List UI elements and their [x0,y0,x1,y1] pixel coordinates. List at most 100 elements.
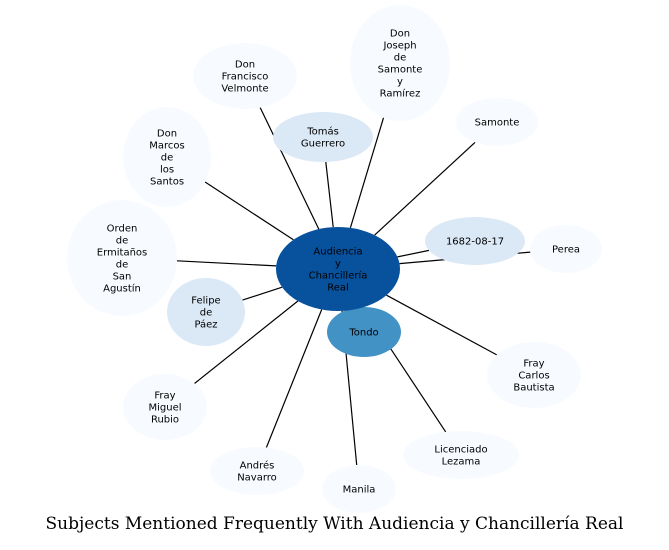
label-line: de [116,236,129,247]
label-line: Tondo [348,328,378,339]
don-marcos-de-los-santos-ellipse [123,107,211,207]
label-line: Ramírez [380,88,421,100]
node-manila[interactable]: Manila [322,465,396,513]
label-line: Andrés [240,460,275,472]
label-line: y [397,77,403,88]
perea-label: Perea [552,245,580,256]
licenciado-lezama-ellipse [403,431,519,479]
label-line: de [394,53,407,64]
edge-audiencia-samonte [374,141,476,236]
label-line: Lezama [442,457,481,468]
label-line: Páez [194,319,217,331]
perea-ellipse [530,225,602,273]
edge-audiencia-orden-de-ermitanos [176,260,277,267]
label-line: Chancillería [309,270,368,282]
label-line: Fray [154,391,175,402]
label-line: Santos [150,177,184,188]
edge-audiencia-tomas-guerrero [325,161,334,228]
edge-audiencia-don-joseph-de-samonte-y-ramirez [349,117,385,228]
label-line: Navarro [237,473,277,484]
orden-de-ermitanos-ellipse [67,200,177,316]
label-line: Manila [343,485,376,496]
label-line: San [113,272,132,283]
label-line: de [161,153,174,164]
node-tondo[interactable]: Tondo [327,307,401,357]
samonte-ellipse [456,98,538,146]
label-line: Audiencia [313,247,362,258]
diagram-caption: Subjects Mentioned Frequently With Audie… [45,514,624,534]
label-line: Samonte [475,118,520,129]
node-samonte[interactable]: Samonte [456,98,538,146]
node-date-1682-08-17[interactable]: 1682-08-17 [425,217,525,265]
label-line: de [200,308,213,319]
samonte-label: Samonte [475,118,520,129]
label-line: Ermitaños [97,248,148,259]
label-line: Don [157,129,177,140]
edge-audiencia-fray-carlos-bautista [386,294,498,356]
label-line: Rubio [151,415,179,426]
label-line: Carlos [518,371,549,382]
date-1682-08-17-label: 1682-08-17 [446,237,504,248]
label-line: Orden [107,224,138,235]
label-line: y [335,259,341,270]
label-line: Agustín [103,283,141,295]
label-line: Francisco [222,72,269,83]
label-line: Felipe [191,296,220,307]
edge-audiencia-don-francisco-velmonte [259,107,320,230]
fray-carlos-bautista-ellipse [487,342,581,408]
don-francisco-velmonte-ellipse [193,43,297,109]
label-line: Miguel [148,403,181,414]
label-line: Fray [523,359,544,370]
edge-audiencia-fray-miguel-rubio [194,300,299,384]
label-line: Tomás [306,126,339,138]
don-joseph-de-samonte-y-ramirez-ellipse [350,5,450,121]
tondo-ellipse [327,307,401,357]
edge-audiencia-felipe-de-paez [242,286,283,301]
label-line: de [116,260,129,271]
label-line: Bautista [513,383,554,394]
tondo-label: Tondo [348,328,378,339]
felipe-de-paez-ellipse [167,278,245,346]
label-line: Guerrero [301,139,345,150]
center-ellipse [276,227,400,311]
fray-miguel-rubio-ellipse [123,374,207,440]
label-line: Joseph [382,41,416,52]
edge-audiencia-andres-navarro [265,309,323,448]
node-perea[interactable]: Perea [530,225,602,273]
label-line: Don [390,29,410,40]
label-line: Samonte [378,65,423,76]
label-line: Real [327,283,349,294]
tomas-guerrero-ellipse [273,112,373,162]
manila-ellipse [322,465,396,513]
label-line: 1682-08-17 [446,237,504,248]
label-line: Velmonte [221,84,268,95]
edge-audiencia-date-1682-08-17 [397,249,430,258]
label-line: Don [235,60,255,71]
andres-navarro-ellipse [210,447,304,495]
label-line: Marcos [149,141,184,152]
